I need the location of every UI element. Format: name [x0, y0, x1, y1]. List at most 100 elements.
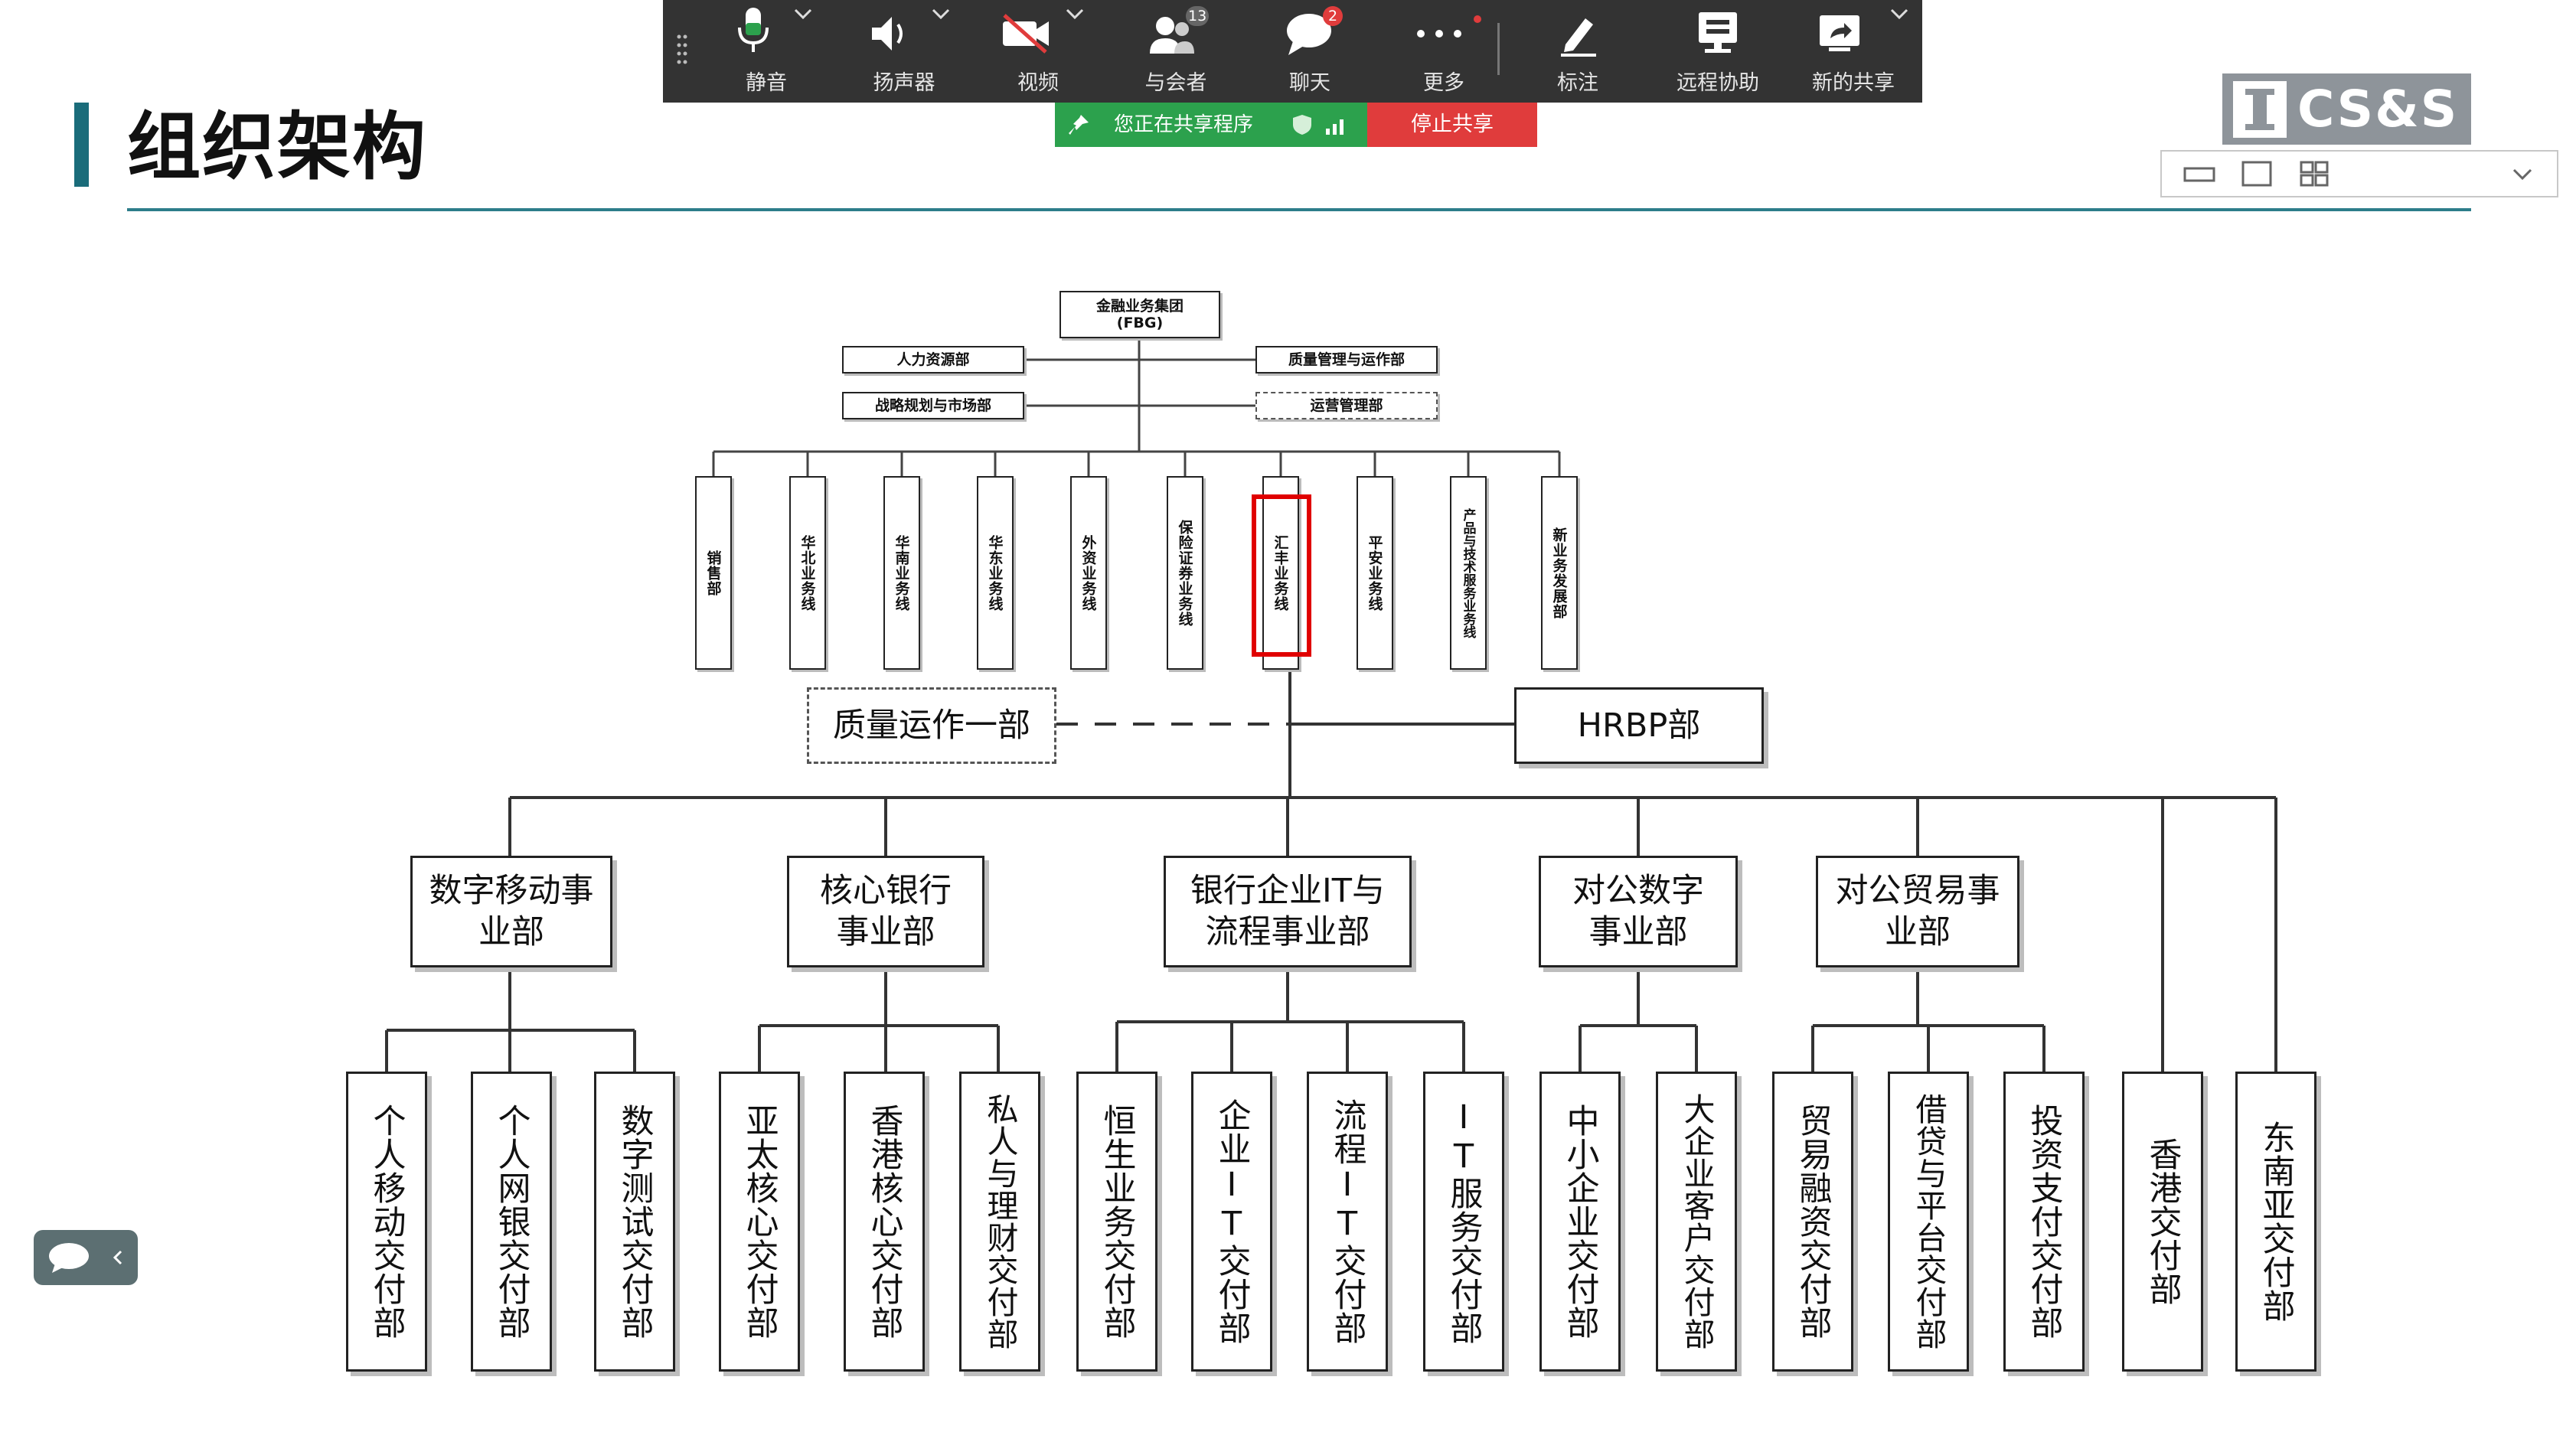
participants-count-badge: 13	[1186, 6, 1210, 26]
chevron-left-icon	[113, 1250, 122, 1265]
page-title: 组织架构	[127, 104, 427, 190]
delivery-unit-box: 香港核心交付部	[844, 1072, 925, 1372]
chevron-down-icon[interactable]	[1065, 6, 1085, 21]
delivery-unit-box: 东南亚交付部	[2235, 1072, 2316, 1372]
delivery-unit-box: 大企业客户交付部	[1656, 1072, 1737, 1372]
speaker-button[interactable]: 扬声器	[847, 0, 962, 103]
staff-box-hr: 人力资源部	[842, 346, 1024, 374]
business-line-box: 华东业务线	[977, 476, 1014, 670]
single-view-icon[interactable]	[2183, 164, 2217, 185]
division-box: 对公贸易事 业部	[1816, 856, 2019, 967]
delivery-unit-box: 个人网银交付部	[471, 1072, 552, 1372]
share-screen-icon	[1820, 15, 1859, 51]
video-button[interactable]: 视频	[981, 0, 1095, 103]
participants-label: 与会者	[1144, 71, 1207, 95]
chat-unread-badge: 2	[1323, 6, 1343, 26]
division-line: 事业部	[836, 913, 935, 951]
remote-assist-icon	[1699, 12, 1737, 53]
delivery-unit-box: 个人移动交付部	[346, 1072, 427, 1372]
division-line: 事业部	[1588, 913, 1688, 951]
speaker-view-icon[interactable]	[2240, 161, 2274, 188]
speaker-icon	[872, 17, 903, 51]
new-share-button[interactable]: 新的共享	[1788, 0, 1918, 103]
delivery-unit-box: 恒生业务交付部	[1076, 1072, 1157, 1372]
staff-box-strategy: 战略规划与市场部	[842, 392, 1024, 419]
business-line-box: 平安业务线	[1357, 476, 1393, 670]
sharing-status-text: 您正在共享程序	[1114, 113, 1254, 136]
logo-text: CS&S	[2297, 80, 2459, 139]
new-share-label: 新的共享	[1812, 71, 1895, 95]
remote-assist-label: 远程协助	[1677, 71, 1759, 95]
delivery-unit-box: 投资支付交付部	[2003, 1072, 2085, 1372]
chevron-down-icon[interactable]	[793, 6, 813, 21]
speaker-label: 扬声器	[873, 71, 935, 95]
quality-ops-box: 质量运作一部	[807, 687, 1056, 764]
more-notification-dot	[1474, 15, 1481, 23]
chevron-down-icon[interactable]	[1889, 6, 1909, 21]
chat-bubble-icon	[1287, 14, 1331, 55]
mute-button[interactable]: 静音	[709, 0, 824, 103]
chat-button[interactable]: 2 聊天	[1252, 0, 1367, 103]
more-dots-icon	[1417, 30, 1461, 38]
chevron-down-icon[interactable]	[931, 6, 951, 21]
floating-chat-toggle[interactable]	[34, 1230, 138, 1285]
delivery-unit-box: 亚太核心交付部	[719, 1072, 800, 1372]
division-box: 银行企业IT与 流程事业部	[1164, 856, 1412, 967]
delivery-unit-box: 借贷与平台交付部	[1888, 1072, 1969, 1372]
business-line-box: 华南业务线	[883, 476, 920, 670]
company-logo: CS&S	[2222, 73, 2471, 145]
title-accent-bar	[74, 103, 89, 187]
division-line: 对公数字	[1572, 872, 1704, 910]
meeting-toolbar: 静音 扬声器 视频	[663, 0, 1922, 103]
more-button[interactable]: 更多	[1386, 0, 1501, 103]
microphone-icon	[738, 8, 769, 52]
staff-box-quality: 质量管理与运作部	[1255, 346, 1438, 374]
drag-handle-icon[interactable]	[677, 34, 687, 64]
delivery-unit-box: 企业IT交付部	[1191, 1072, 1272, 1372]
toolbar-divider	[1497, 23, 1500, 75]
annotate-label: 标注	[1557, 71, 1598, 95]
stop-share-button[interactable]: 停止共享	[1367, 103, 1537, 147]
division-box: 数字移动事 业部	[410, 856, 612, 967]
mute-label: 静音	[746, 71, 787, 95]
staff-box-operations: 运营管理部	[1255, 392, 1438, 419]
delivery-unit-box: 数字测试交付部	[594, 1072, 675, 1372]
view-mode-selector[interactable]	[2160, 150, 2558, 197]
division-line: 数字移动事	[429, 872, 594, 910]
delivery-unit-box: 贸易融资交付部	[1772, 1072, 1853, 1372]
pen-annotate-icon	[1561, 18, 1596, 57]
delivery-unit-box: 中小企业交付部	[1539, 1072, 1621, 1372]
chat-label: 聊天	[1289, 71, 1330, 95]
participants-button[interactable]: 13 与会者	[1118, 0, 1233, 103]
sharing-status-bar: 您正在共享程序	[1055, 103, 1367, 147]
org-top-box: 金融业务集团 (FBG)	[1059, 291, 1220, 338]
division-line: 业部	[1885, 913, 1951, 951]
chat-bubble-icon	[49, 1243, 89, 1273]
chevron-down-icon[interactable]	[2511, 165, 2534, 182]
business-line-box: 外资业务线	[1070, 476, 1107, 670]
delivery-unit-box: IT服务交付部	[1423, 1072, 1504, 1372]
video-off-icon	[1003, 14, 1049, 54]
remote-assist-button[interactable]: 远程协助	[1653, 0, 1783, 103]
annotate-button[interactable]: 标注	[1520, 0, 1635, 103]
business-line-box: 新业务发展部	[1541, 476, 1578, 670]
gallery-view-icon[interactable]	[2298, 161, 2332, 188]
business-line-box: 保险证券业务线	[1167, 476, 1203, 670]
business-line-box-highlighted: 汇丰业务线	[1262, 476, 1299, 670]
highlight-rectangle	[1252, 494, 1311, 657]
video-label: 视频	[1017, 71, 1059, 95]
hrbp-box: HRBP部	[1514, 687, 1764, 764]
logo-mark-icon	[2233, 81, 2287, 138]
division-line: 银行企业IT与	[1190, 872, 1385, 910]
participants-icon	[1150, 17, 1194, 54]
business-line-box: 产品与技术服务业务线	[1450, 476, 1487, 670]
division-box: 核心银行 事业部	[787, 856, 984, 967]
business-line-box: 华北业务线	[789, 476, 826, 670]
pin-icon[interactable]	[1066, 112, 1092, 138]
division-line: 核心银行	[820, 872, 952, 910]
signal-icon	[1326, 119, 1344, 135]
division-line: 对公贸易事	[1835, 872, 2000, 910]
delivery-unit-box: 流程IT交付部	[1307, 1072, 1388, 1372]
delivery-unit-box: 私人与理财交付部	[959, 1072, 1040, 1372]
more-label: 更多	[1423, 71, 1464, 95]
